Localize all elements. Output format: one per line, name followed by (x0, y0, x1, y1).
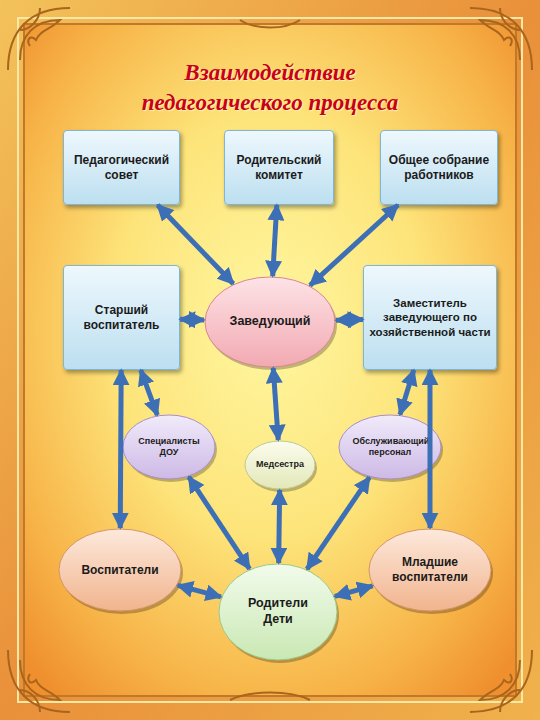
connector-arrow (180, 317, 204, 323)
connector-arrow (276, 490, 282, 563)
frame-line (18, 18, 522, 702)
node-label: Старший воспитатель (68, 303, 175, 333)
role-ellipse: Специалисты ДОУ (122, 414, 216, 480)
node-label: Общее собрание работников (385, 153, 493, 183)
corner-ornament (8, 8, 70, 70)
ellipse-shape (369, 529, 491, 611)
corner-ornament (470, 8, 532, 70)
role-ellipse: Родители Дети (218, 563, 338, 661)
node-label: Педагогический совет (68, 153, 175, 183)
ellipse-shape (59, 529, 181, 611)
role-box: Общее собрание работников (380, 130, 498, 205)
connector-arrow (158, 205, 234, 284)
role-ellipse: Обслуживающий персонал (338, 414, 442, 480)
node-label: Заведующий (230, 314, 311, 330)
node-label: Родители Дети (235, 596, 321, 627)
ellipse-shape (339, 415, 441, 479)
ellipse-shape (245, 441, 315, 489)
ellipse-shape (219, 564, 337, 660)
inner-panel (24, 24, 516, 696)
ellipse-shape (205, 277, 335, 367)
connector-arrow (189, 477, 250, 569)
corner-ornament (8, 650, 70, 712)
connector-arrow (273, 368, 278, 440)
role-ellipse: Медсестра (244, 440, 316, 490)
node-label: Родительский комитет (229, 153, 329, 183)
diagram-title: Взаимодействие педагогического процесса (110, 58, 430, 118)
connector-arrow (118, 370, 124, 528)
corner-ornament (470, 650, 532, 712)
role-ellipse: Младшие воспитатели (368, 528, 492, 612)
connector-arrow (178, 585, 221, 596)
connector-arrow (428, 370, 433, 528)
role-box: Родительский комитет (224, 130, 334, 205)
node-label: Воспитатели (81, 563, 158, 578)
connector-arrow (273, 205, 277, 276)
connector-arrow (310, 205, 398, 285)
node-label: Заместитель заведующего по хозяйственной… (368, 296, 492, 339)
role-box: Педагогический совет (63, 130, 180, 205)
connector-arrow (141, 370, 158, 415)
corner-ornaments (8, 8, 532, 712)
connector-arrow (336, 317, 363, 323)
node-label: Обслуживающий персонал (353, 436, 428, 459)
connector-arrow (307, 477, 369, 569)
node-label: Младшие воспитатели (385, 555, 474, 585)
ellipse-shape (123, 415, 215, 479)
connector-arrow (335, 586, 373, 596)
role-box: Заместитель заведующего по хозяйственной… (363, 265, 497, 370)
node-label: Медсестра (256, 459, 304, 470)
title-text: Взаимодействие педагогического процесса (142, 60, 399, 115)
role-ellipse: Заведующий (204, 276, 336, 368)
connector-arrow (400, 370, 414, 415)
node-label: Специалисты ДОУ (135, 436, 203, 459)
role-ellipse: Воспитатели (58, 528, 182, 612)
role-box: Старший воспитатель (63, 265, 180, 370)
